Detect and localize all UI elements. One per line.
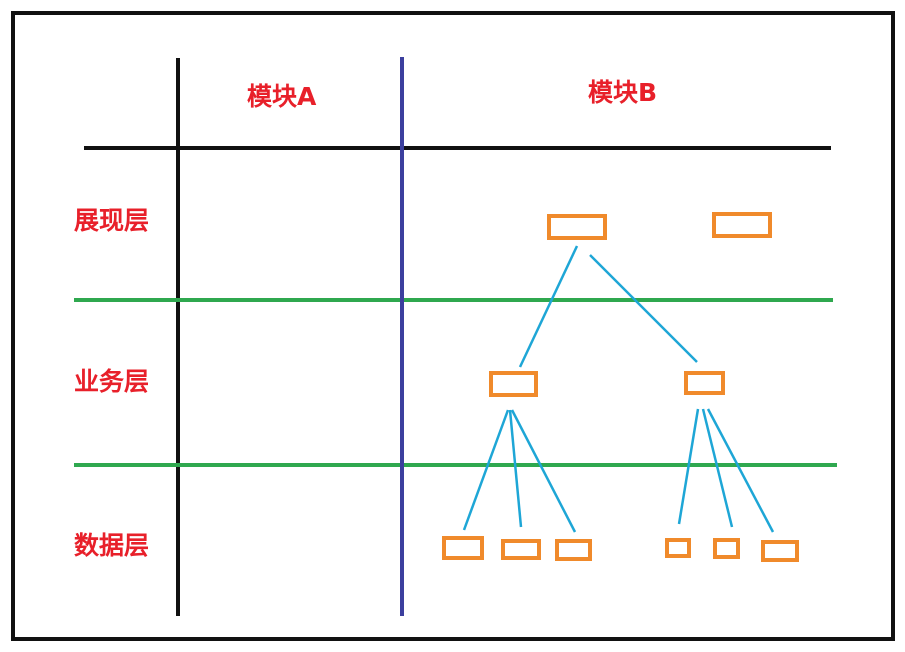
presentation-component-box bbox=[547, 214, 607, 240]
business-layer-label: 业务层 bbox=[74, 367, 150, 396]
connector-b1-d1 bbox=[462, 409, 510, 531]
data-layer-label: 数据层 bbox=[74, 531, 150, 560]
outer-frame bbox=[11, 11, 895, 641]
business-component-box bbox=[684, 371, 725, 395]
connectors bbox=[462, 245, 775, 533]
connector-b2-d5 bbox=[701, 408, 734, 528]
connector-p1-b1 bbox=[518, 245, 579, 368]
data-component-box bbox=[761, 540, 799, 562]
connector-b2-d6 bbox=[706, 408, 775, 533]
business-component-box bbox=[489, 371, 538, 397]
data-component-box bbox=[555, 539, 592, 561]
module-a-header: 模块A bbox=[247, 82, 317, 111]
data-component-box bbox=[442, 536, 484, 560]
module-b-header: 模块B bbox=[588, 78, 658, 107]
connector-p1-b2 bbox=[589, 254, 698, 363]
connector-b2-d4 bbox=[677, 408, 700, 525]
presentation-layer-label: 展现层 bbox=[74, 206, 150, 235]
component-boxes bbox=[442, 212, 799, 562]
data-component-box bbox=[501, 539, 541, 560]
data-component-box bbox=[665, 538, 691, 558]
data-component-box bbox=[713, 538, 740, 559]
connector-b1-d2 bbox=[508, 409, 523, 528]
connector-b1-d3 bbox=[510, 409, 577, 533]
presentation-component-box bbox=[712, 212, 772, 238]
